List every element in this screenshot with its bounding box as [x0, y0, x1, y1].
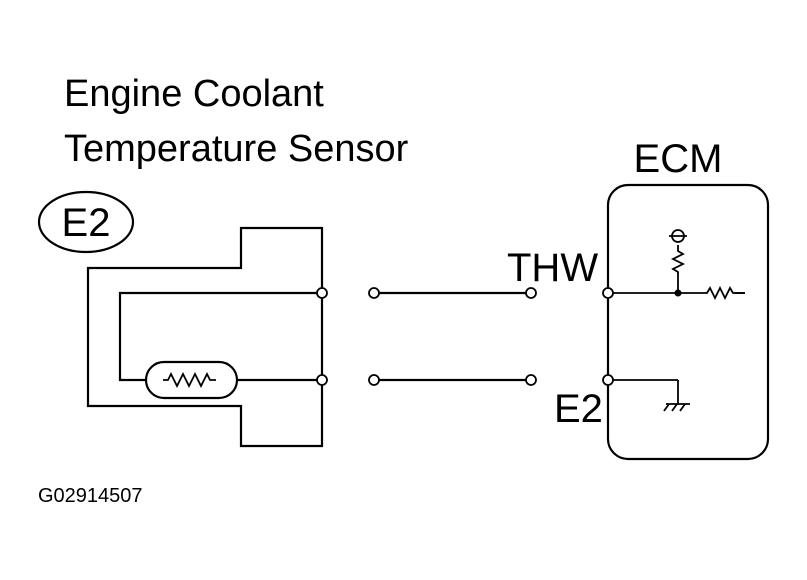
sensor-title-line1: Engine Coolant: [64, 73, 324, 115]
sensor-terminal-lower: [316, 374, 328, 386]
sensor-title-line2: Temperature Sensor: [64, 128, 409, 170]
harness-wire-lower: [368, 374, 537, 386]
connector-code-bubble: E2: [37, 190, 135, 254]
thermistor-element: [144, 360, 239, 400]
sensor-terminal-upper: [316, 287, 328, 299]
ecm-pullup-circuit: [613, 229, 745, 301]
ecm-pin-thw: [602, 287, 614, 299]
connector-code-label: E2: [62, 201, 111, 245]
figure-code: G02914507: [38, 485, 143, 507]
harness-wire-upper: [368, 287, 537, 299]
ecm-box: [606, 183, 770, 461]
sensor-body-outline: [86, 226, 324, 448]
ecm-ground-circuit: [613, 379, 690, 412]
ecm-pin-e2: [602, 374, 614, 386]
pin-label-e2: E2: [554, 387, 603, 431]
pin-label-thw: THW: [507, 246, 598, 290]
ecm-label: ECM: [634, 137, 723, 181]
sensor-inner-wire: [118, 291, 322, 382]
